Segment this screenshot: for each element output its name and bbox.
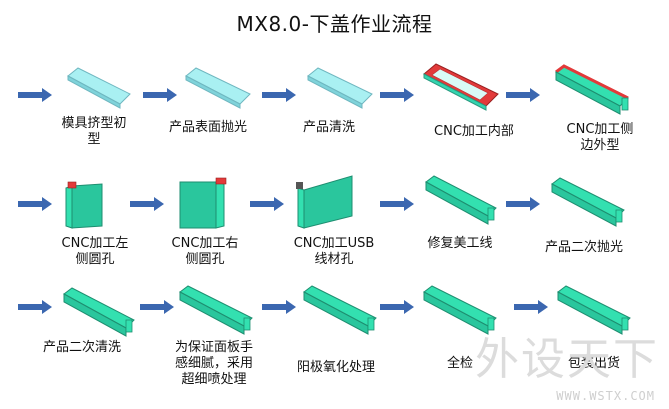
step-13-label: 阳极氧化处理	[296, 360, 375, 375]
flow-arrow	[140, 300, 174, 314]
flow-arrow	[18, 88, 52, 102]
step-12-label: 为保证面板手感细腻，采用超细喷处理	[174, 340, 253, 387]
step-5-shape	[555, 64, 629, 115]
step-6-shape	[65, 181, 103, 229]
step-7-label: CNC加工右侧圆孔	[171, 236, 239, 267]
step-14-label: 全检	[446, 356, 473, 371]
flow-arrow	[506, 197, 540, 211]
step-3-label: 产品清洗	[302, 120, 355, 135]
flow-arrow	[380, 300, 414, 314]
flow-arrow	[380, 197, 414, 211]
step-4-label: CNC加工内部	[434, 124, 514, 139]
step-1-shape	[67, 67, 131, 109]
watermark-url: WWW.WSTX.COM	[556, 389, 655, 403]
step-12-shape	[179, 285, 253, 335]
step-7-shape	[179, 177, 227, 229]
flow-arrow	[18, 300, 52, 314]
step-11-shape	[63, 287, 135, 337]
flow-arrow	[514, 300, 548, 314]
flow-arrow	[262, 88, 296, 102]
step-15-shape	[557, 285, 631, 335]
watermark-logo: 外设天下	[475, 334, 659, 385]
step-13-shape	[303, 285, 377, 335]
step-9-shape	[425, 175, 497, 225]
diagram-title: MX8.0-下盖作业流程	[236, 12, 433, 36]
flow-arrow	[380, 88, 414, 102]
step-4-shape	[423, 63, 499, 111]
step-2-label: 产品表面抛光	[168, 120, 247, 135]
step-10-shape	[551, 177, 625, 227]
flow-arrow	[130, 197, 164, 211]
step-9-label: 修复美工线	[427, 236, 493, 251]
step-6-label: CNC加工左侧圆孔	[61, 236, 129, 267]
step-8-shape	[296, 175, 353, 229]
step-14-shape	[423, 285, 497, 335]
step-11-label: 产品二次清洗	[42, 340, 121, 355]
flow-arrow	[262, 300, 296, 314]
step-15-label: 包装出货	[567, 356, 620, 371]
step-1-label: 模具挤型初型	[61, 116, 127, 147]
step-2-shape	[185, 67, 251, 109]
step-3-shape	[307, 67, 373, 109]
step-5-label: CNC加工侧边外型	[566, 122, 634, 153]
flow-arrow	[143, 88, 177, 102]
flow-arrow	[506, 88, 540, 102]
flow-arrow	[250, 197, 284, 211]
flow-arrow	[18, 197, 52, 211]
step-10-label: 产品二次抛光	[544, 240, 623, 255]
